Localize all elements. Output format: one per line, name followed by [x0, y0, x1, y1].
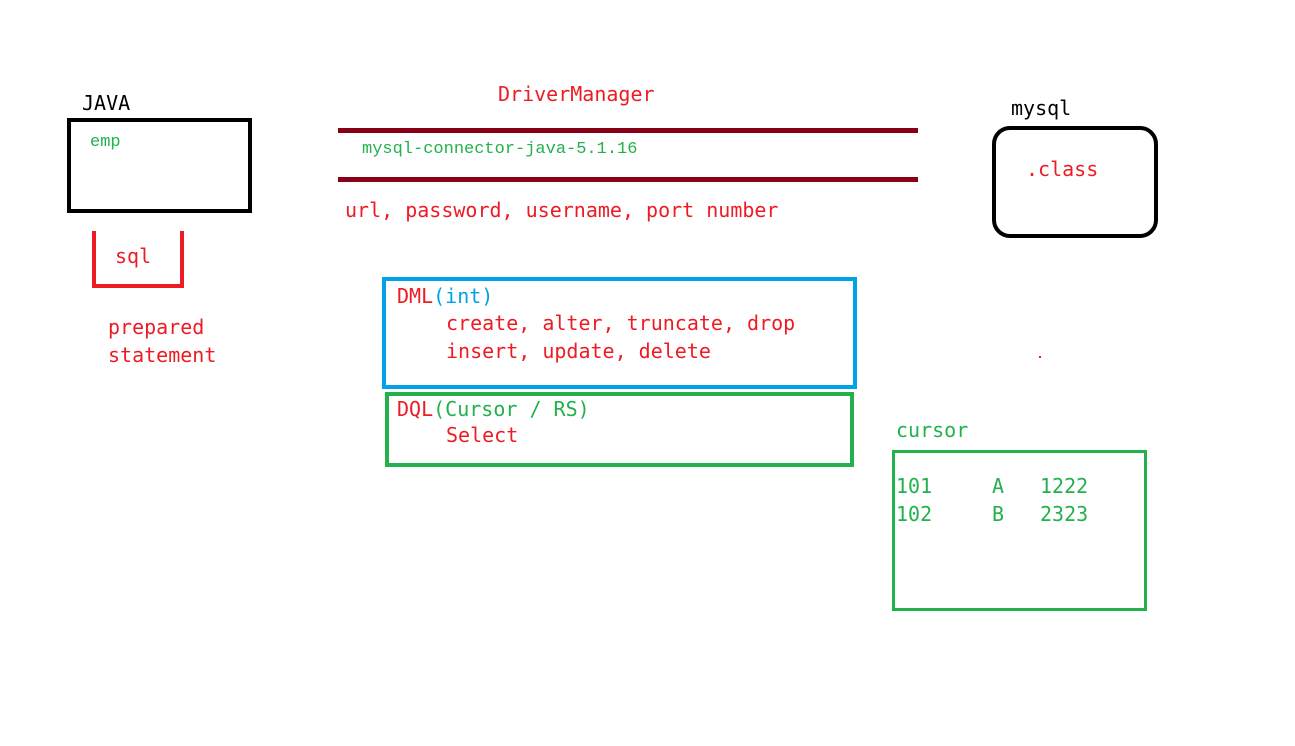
dml-keyword: DML [397, 284, 434, 308]
cursor-row: 101 [896, 474, 932, 498]
stray-dot [1039, 356, 1041, 358]
cursor-label: cursor [896, 418, 969, 442]
dml-box [382, 277, 857, 389]
driver-manager-title: DriverManager [498, 82, 655, 106]
mysql-label: mysql [1011, 96, 1072, 120]
mysql-box [992, 126, 1158, 238]
cursor-cell: 101 [896, 474, 933, 498]
cursor-cell: B [992, 502, 1005, 526]
class-label: .class [1026, 157, 1099, 181]
cursor-box [892, 450, 1147, 611]
connector-top-bar [338, 128, 918, 133]
dql-box [385, 392, 854, 467]
sql-label: sql [115, 244, 152, 268]
prepared-label: prepared [108, 315, 205, 339]
dql-line-1: Select [446, 423, 519, 447]
dml-line-2: insert, update, delete [446, 339, 711, 363]
java-box-text: emp [90, 133, 121, 152]
cursor-row: 102 [896, 502, 932, 526]
dml-type: (int) [433, 284, 494, 308]
connection-params: url, password, username, port number [345, 198, 779, 222]
dml-heading: DML(int) [397, 284, 493, 308]
dql-keyword: DQL [397, 397, 434, 421]
dql-heading: DQL(Cursor / RS) [397, 397, 590, 421]
dml-line-1: create, alter, truncate, drop [446, 311, 796, 335]
connector-text: mysql-connector-java-5.1.16 [362, 140, 638, 159]
java-label: JAVA [82, 91, 131, 115]
statement-label: statement [108, 343, 217, 367]
cursor-cell: 102 [896, 502, 933, 526]
sql-bracket [92, 231, 184, 288]
connector-bottom-bar [338, 177, 918, 182]
cursor-cell: A [992, 474, 1005, 498]
java-box [67, 118, 252, 213]
dql-type: (Cursor / RS) [433, 397, 590, 421]
cursor-cell: 1222 [1040, 474, 1089, 498]
cursor-cell: 2323 [1040, 502, 1089, 526]
